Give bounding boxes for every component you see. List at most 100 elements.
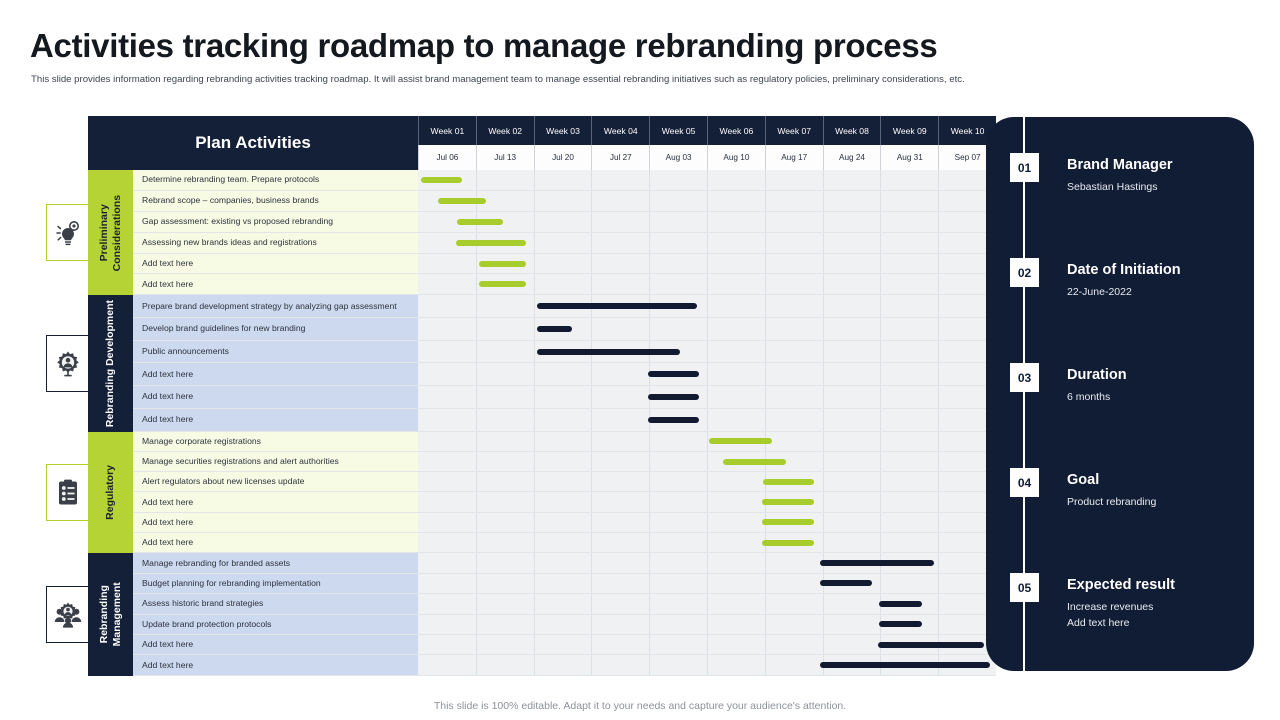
grid-line [822,340,824,363]
gantt-bar[interactable] [762,499,814,506]
table-row[interactable]: Add text here [133,386,996,409]
gantt-bar[interactable] [647,416,700,423]
table-row[interactable]: Add text here [133,253,996,275]
table-row[interactable]: Determine rebranding team. Prepare proto… [133,170,996,191]
gantt-bar[interactable] [819,560,935,567]
gantt-bar[interactable] [438,197,486,204]
grid-line [822,211,824,232]
grid-line [533,634,535,655]
gantt-bar[interactable] [819,662,991,669]
gantt-bar[interactable] [878,621,923,628]
gantt-bar[interactable] [708,438,773,445]
table-row[interactable]: Manage corporate registrations [133,431,996,452]
grid-line [822,274,824,295]
gantt-bar[interactable] [536,325,573,332]
gantt-bar[interactable] [478,281,526,288]
gantt-cells [418,492,996,513]
table-row[interactable]: Add text here [133,655,996,676]
table-row[interactable]: Public announcements [133,340,996,364]
grid-line [880,533,882,553]
gantt-bar[interactable] [455,239,526,246]
grid-line [533,492,535,512]
step-value: Increase revenues Add text here [1067,601,1154,629]
grid-line [649,533,651,553]
table-row[interactable]: Manage rebranding for branded assets [133,553,996,574]
grid-line [649,274,651,295]
grid-line [880,512,882,533]
grid-line [475,170,477,190]
gantt-bar[interactable] [762,539,814,546]
gantt-bar[interactable] [878,600,923,607]
grid-line [649,190,651,211]
table-row[interactable]: Add text here [133,363,996,387]
gantt-bar[interactable] [478,260,526,267]
gantt-bar[interactable] [722,458,787,465]
gantt-bar[interactable] [762,519,814,526]
section-label-tab: Rebranding Development [88,295,133,432]
table-row[interactable]: Add text here [133,492,996,513]
table-row[interactable]: Add text here [133,634,996,656]
gantt-bar[interactable] [536,303,698,310]
table-row[interactable]: Gap assessment: existing vs proposed reb… [133,211,996,233]
grid-line [822,170,824,190]
table-row[interactable]: Add text here [133,533,996,554]
gantt-bar[interactable] [456,218,503,225]
week-name: Week 04 [591,116,649,145]
gantt-bar[interactable] [421,176,463,183]
table-row[interactable]: Add text here [133,512,996,534]
grid-line [533,190,535,211]
grid-line [880,340,882,363]
table-row[interactable]: Develop brand guidelines for new brandin… [133,318,996,341]
gantt-bar[interactable] [647,393,700,400]
grid-line [764,634,766,655]
grid-line [475,594,477,614]
table-row[interactable]: Alert regulators about new licenses upda… [133,472,996,493]
step-title: Brand Manager [1067,157,1173,173]
section-label-text: Rebranding Management [97,582,123,647]
grid-line [822,431,824,451]
grid-line [707,170,708,190]
grid-line [591,190,593,211]
activity-label: Develop brand guidelines for new brandin… [133,318,418,341]
gantt-bar[interactable] [763,478,814,485]
grid-line [707,492,708,512]
week-name: Week 07 [764,116,823,145]
gantt-bar[interactable] [647,371,700,378]
grid-line [533,170,535,190]
table-row[interactable]: Add text here [133,274,996,296]
table-row[interactable]: Assess historic brand strategies [133,594,996,615]
section-icon-clipboard-checklist-icon [46,464,89,521]
step-number-badge: 01 [1010,153,1039,182]
gantt-bar[interactable] [877,641,985,648]
grid-line [533,451,535,472]
week-name: Week 06 [707,116,765,145]
grid-line [707,634,708,655]
table-row[interactable]: Assessing new brands ideas and registrat… [133,232,996,254]
grid-line [591,274,593,295]
gantt-bar[interactable] [819,580,872,587]
table-row[interactable]: Manage securities registrations and aler… [133,451,996,473]
gantt-bar[interactable] [536,348,680,355]
grid-line [822,232,824,253]
grid-line [880,573,882,594]
table-row[interactable]: Prepare brand development strategy by an… [133,295,996,319]
grid-line [707,512,708,533]
table-row[interactable]: Add text here [133,408,996,432]
week-date: Aug 03 [649,145,707,170]
gantt-cells [418,170,996,191]
grid-line [533,553,535,573]
gantt-cells [418,472,996,493]
table-row[interactable]: Update brand protection protocols [133,614,996,635]
table-row[interactable]: Rebrand scope – companies, business bran… [133,190,996,212]
grid-line [880,253,882,274]
gantt-cells [418,634,996,656]
grid-line [649,211,651,232]
table-row[interactable]: Budget planning for rebranding implement… [133,573,996,595]
grid-line [475,408,477,431]
grid-line [880,472,882,492]
